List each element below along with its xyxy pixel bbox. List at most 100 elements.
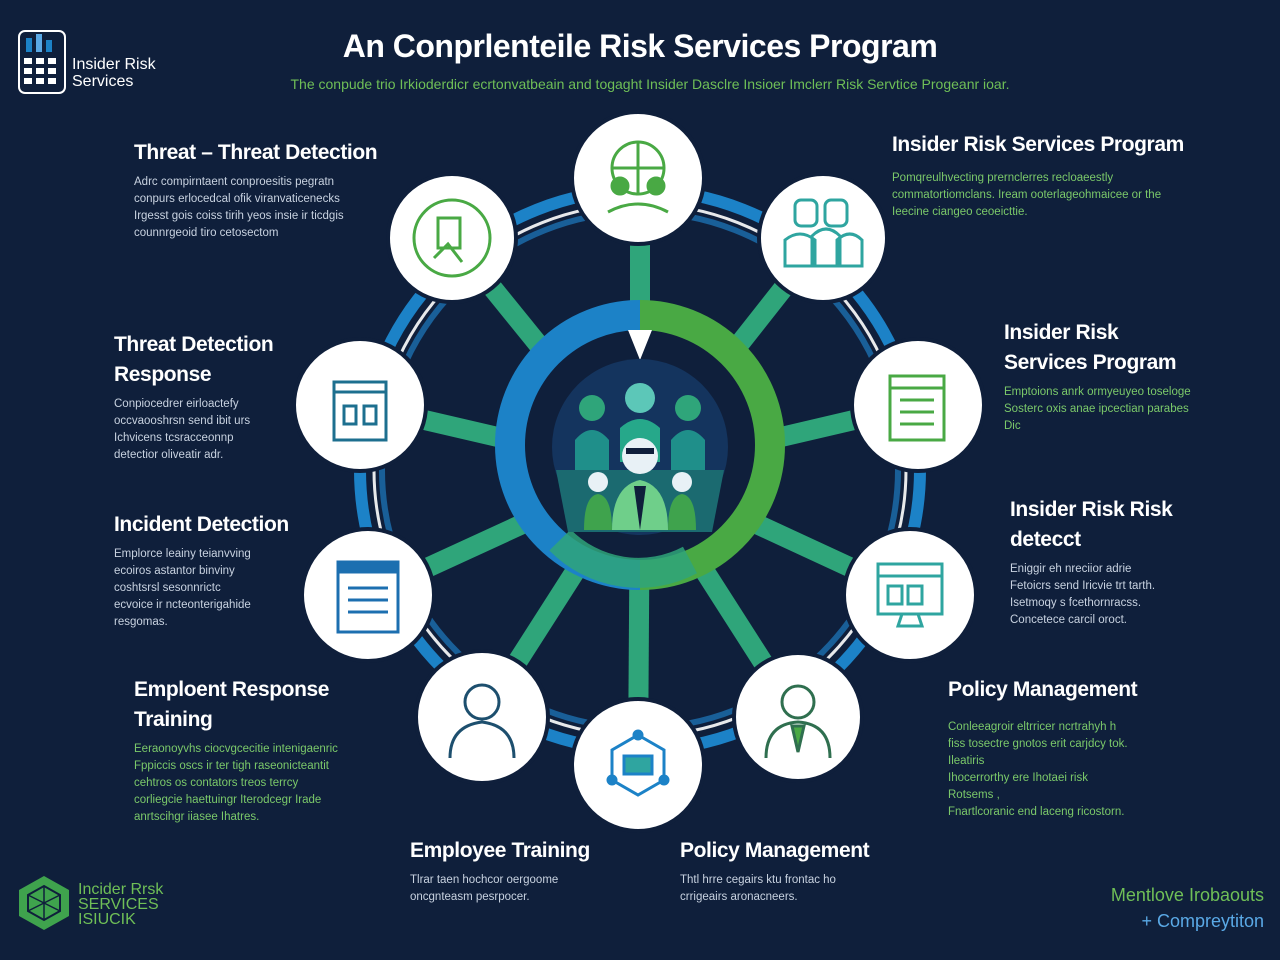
section-insider-risk-program: Insider Risk Services Program Pomqreulhv… bbox=[892, 130, 1222, 221]
person-avatar-icon bbox=[448, 683, 516, 759]
desc-line: Ieecine ciangeo ceoeicttie. bbox=[892, 206, 1028, 218]
network-hub-icon bbox=[606, 729, 670, 797]
desc-line: counnrgeoid tiro cetosectom bbox=[134, 227, 279, 239]
section-title: Threat – Threat Detection bbox=[134, 141, 378, 164]
desc-line: corliegcie haettuingr Iterodcegr Irade bbox=[134, 794, 322, 806]
logo-top-left-text: Insider Risk Services bbox=[72, 56, 156, 90]
desc-line: Fppiccis oscs ir ter tigh raseonicteanti… bbox=[134, 760, 329, 772]
page-title: An Conprlenteile Risk Services Program bbox=[342, 28, 938, 64]
desc-line: commatortiomclans. Iream ooterlageohmaic… bbox=[892, 189, 1162, 201]
section-employee-training: Employee Training Tlrar taen hochcor oer… bbox=[410, 836, 650, 906]
title-line: detecct bbox=[1010, 528, 1081, 551]
section-title: Insider Risk Services Program bbox=[1004, 318, 1244, 378]
section-title: Emploent Response Training bbox=[134, 675, 404, 735]
desc-line: conpurs erlocedcal ofik viranvaticenecks bbox=[134, 193, 340, 205]
document-list-icon bbox=[888, 374, 946, 442]
manager-avatar-icon bbox=[764, 684, 832, 759]
desc-line: Concetece carcil oroct. bbox=[1010, 614, 1127, 626]
logo-line-2: Services bbox=[72, 73, 134, 90]
section-insider-risk-detect: Insider Risk Risk detecct Eniggir eh nre… bbox=[1010, 495, 1230, 629]
desc-line: Dic bbox=[1004, 420, 1021, 432]
screen-search-icon bbox=[412, 198, 492, 278]
form-document-icon bbox=[336, 560, 400, 634]
section-desc: Pomqreulhvecting prernclerres recloaeest… bbox=[892, 170, 1222, 221]
building-grid-icon bbox=[18, 30, 66, 94]
section-insider-risk-services: Insider Risk Services Program Emptoions … bbox=[1004, 318, 1244, 435]
title-line: Threat Detection bbox=[114, 333, 274, 356]
desc-line: Emplorce leainy teianvving bbox=[114, 548, 251, 560]
section-desc: Conleeagroir eltrricer ncrtrahyh h fiss … bbox=[948, 719, 1198, 821]
section-title: Employee Training bbox=[410, 839, 590, 862]
desc-line: resgomas. bbox=[114, 616, 168, 628]
node-bottom-right[interactable] bbox=[732, 651, 864, 783]
desc-line: Ichvicens tcsracceonnp bbox=[114, 432, 234, 444]
desc-line: Thtl hrre cegairs ktu frontac ho bbox=[680, 874, 836, 886]
desc-line: Rotsems , bbox=[948, 789, 1000, 801]
node-right-upper[interactable] bbox=[850, 337, 986, 473]
section-desc: Adrc compirntaent conproesitis pegratn c… bbox=[134, 174, 404, 242]
title-line: Training bbox=[134, 708, 213, 731]
node-bottom-left[interactable] bbox=[414, 649, 550, 785]
section-employee-response-training: Emploent Response Training Eeraonoyvhs c… bbox=[134, 675, 404, 826]
desc-line: oncgnteasm pesrpocer. bbox=[410, 891, 530, 903]
section-title: Insider Risk Risk detecct bbox=[1010, 495, 1230, 555]
desc-line: occvaooshrsn send ibit urs bbox=[114, 415, 251, 427]
section-desc: Tlrar taen hochcor oergoome oncgnteasm p… bbox=[410, 872, 650, 906]
section-threat-detection: Threat – Threat Detection Adrc compirnta… bbox=[134, 138, 404, 242]
desc-line: Eniggir eh nreciior adrie bbox=[1010, 563, 1132, 575]
desc-line: Ileatiris bbox=[948, 755, 985, 767]
desc-line: Ihocerrorthy ere Ihotaei risk bbox=[948, 772, 1088, 784]
node-top[interactable] bbox=[570, 110, 706, 246]
section-title: Policy Management bbox=[948, 678, 1138, 701]
page-subtitle: The conpude trio Irkioderdicr ecrtonvatb… bbox=[290, 76, 1010, 92]
desc-line: anrtscihgr iiasee Ihatres. bbox=[134, 811, 260, 823]
people-group-icon bbox=[783, 198, 864, 268]
title-line: Insider Risk Risk bbox=[1010, 498, 1173, 521]
desc-line: Pomqreulhvecting prernclerres recloaeest… bbox=[892, 172, 1114, 184]
caption-line-2: + Compreytiton bbox=[1141, 911, 1264, 931]
section-policy-management-right: Policy Management Conleeagroir eltrricer… bbox=[948, 675, 1198, 821]
node-left-upper[interactable] bbox=[292, 337, 428, 473]
desc-line: crrigeairs aronacneers. bbox=[680, 891, 798, 903]
logo-line-3: ISIUCIK bbox=[78, 911, 136, 928]
desc-line: Adrc compirntaent conproesitis pegratn bbox=[134, 176, 335, 188]
desc-line: Tlrar taen hochcor oergoome bbox=[410, 874, 559, 886]
logo-line-1: Insider Risk bbox=[72, 56, 156, 73]
section-title: Threat Detection Response bbox=[114, 330, 304, 390]
desc-line: cehtros os contators treos terrcy bbox=[134, 777, 299, 789]
node-right-lower[interactable] bbox=[842, 527, 978, 663]
section-desc: Conpiocedrer eirloactefy occvaooshrsn se… bbox=[114, 396, 304, 464]
desc-line: Eeraonoyvhs ciocvgcecitie intenigaenric bbox=[134, 743, 338, 755]
section-policy-management-bottom: Policy Management Thtl hrre cegairs ktu … bbox=[680, 836, 920, 906]
node-left-lower[interactable] bbox=[300, 527, 436, 663]
desc-line: fiss tosectre gnotos erit carjdcy tok. bbox=[948, 738, 1128, 750]
node-top-right[interactable] bbox=[757, 172, 889, 304]
desc-line: Emptoions anrk ormyeuyeo toseloge bbox=[1004, 386, 1191, 398]
section-title: Insider Risk Services Program bbox=[892, 133, 1184, 156]
green-hexagon-icon bbox=[16, 874, 72, 932]
building-icon bbox=[332, 380, 388, 442]
node-top-left[interactable] bbox=[386, 172, 518, 304]
monitor-icon bbox=[876, 562, 944, 628]
shield-group-icon bbox=[607, 140, 669, 214]
desc-line: Fnartlcoranic end laceng ricostorn. bbox=[948, 806, 1125, 818]
desc-line: Irgesst gois coiss tirih yeos insie ir t… bbox=[134, 210, 344, 222]
node-bottom[interactable] bbox=[570, 697, 706, 833]
title-line: Emploent Response bbox=[134, 678, 330, 701]
caption-line-1: Mentlove Irobaouts bbox=[1110, 885, 1264, 905]
desc-line: coshtsrsl sesonnrictc bbox=[114, 582, 221, 594]
desc-line: Sosterc oxis anae ipcectian parabes bbox=[1004, 403, 1189, 415]
desc-line: Conleeagroir eltrricer ncrtrahyh h bbox=[948, 721, 1117, 733]
section-incident-detection: Incident Detection Emplorce leainy teian… bbox=[114, 510, 314, 631]
section-desc: Eeraonoyvhs ciocvgcecitie intenigaenric … bbox=[134, 741, 404, 826]
logo-line-2: SERVICES bbox=[78, 896, 159, 913]
section-desc: Thtl hrre cegairs ktu frontac ho crrigea… bbox=[680, 872, 920, 906]
section-title: Policy Management bbox=[680, 839, 870, 862]
logo-line-1: Incider Rrsk bbox=[78, 881, 164, 898]
title-line: Services Program bbox=[1004, 351, 1177, 374]
logo-bottom-left-text: Incider Rrsk SERVICES ISIUCIK bbox=[78, 881, 164, 928]
section-desc: Emptoions anrk ormyeuyeo toseloge Soster… bbox=[1004, 384, 1244, 435]
desc-line: ecoiros astantor binviny bbox=[114, 565, 235, 577]
team-group-icon bbox=[552, 359, 728, 535]
